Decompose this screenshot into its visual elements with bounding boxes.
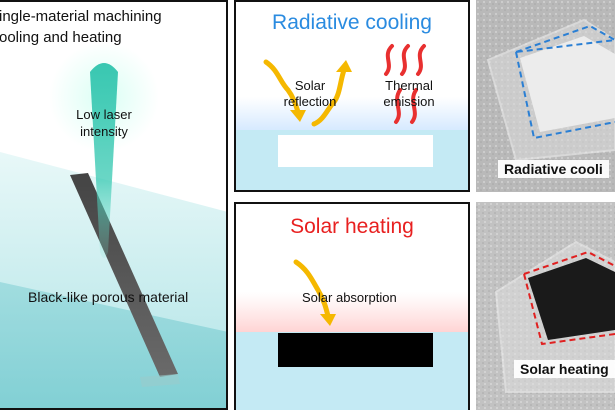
black-sample — [278, 333, 433, 367]
solar-heating-title: Solar heating — [290, 215, 414, 238]
red-dashed-outline — [523, 273, 615, 346]
blue-dashed-outline — [515, 24, 615, 53]
solar-heating-panel: Solar heating Solar absorption — [234, 202, 470, 410]
solar-arrow-head-icon — [320, 314, 336, 326]
solar-heating-illustration — [236, 259, 468, 410]
solar-heating-photo: Solar heating — [476, 202, 615, 410]
radiative-cooling-panel: Radiative cooling Solar reflection Therm… — [234, 0, 470, 192]
thermal-emission-icon — [410, 88, 418, 124]
solar-reflection-line2: reflection — [283, 94, 337, 109]
black-sample — [528, 258, 615, 340]
thermal-emission-icon — [400, 44, 410, 76]
thermal-emission-icon — [394, 88, 402, 124]
white-sample — [520, 36, 615, 132]
radiative-cooling-caption: Radiative cooli — [498, 160, 609, 178]
laser-label-line2: intensity — [80, 124, 128, 139]
thermal-emission-line1: Thermal — [385, 78, 433, 93]
material-label: Black-like porous material — [28, 289, 189, 305]
radiative-cooling-title: Radiative cooling — [272, 11, 432, 34]
solar-absorption-label: Solar absorption — [302, 290, 397, 305]
solar-arrow-head-icon — [290, 110, 306, 122]
thermal-emission-icon — [416, 44, 426, 76]
solar-arrow-icon — [293, 259, 331, 319]
solar-reflection-line1: Solar — [294, 78, 326, 93]
cool-glow — [236, 97, 468, 132]
solar-arrow-head-icon — [336, 60, 352, 72]
radiative-cooling-photo: Radiative cooli — [476, 0, 615, 192]
panel-title-line1: ingle-material machining — [0, 8, 162, 25]
solar-arrow-icon — [263, 59, 301, 115]
solar-arrow-icon — [311, 67, 347, 127]
thermal-emission-icon — [384, 44, 394, 76]
strip-shadow — [140, 374, 180, 387]
panel-title-line2: ooling and heating — [0, 29, 122, 46]
laser-beam-icon — [90, 63, 118, 258]
laser-machining-panel: ingle-material machining ooling and heat… — [0, 0, 228, 410]
white-sample — [278, 135, 433, 167]
red-dashed-outline — [523, 250, 615, 275]
black-porous-strip — [70, 173, 178, 377]
heat-glow — [236, 292, 468, 334]
radiative-cooling-illustration — [236, 44, 468, 190]
heating-sample-photo — [476, 202, 615, 410]
solar-heating-caption: Solar heating — [514, 360, 615, 378]
laser-machining-illustration — [0, 42, 226, 408]
laser-label-line1: Low laser — [76, 107, 132, 122]
blue-dashed-outline — [515, 51, 615, 140]
thermal-emission-line2: emission — [383, 94, 435, 109]
